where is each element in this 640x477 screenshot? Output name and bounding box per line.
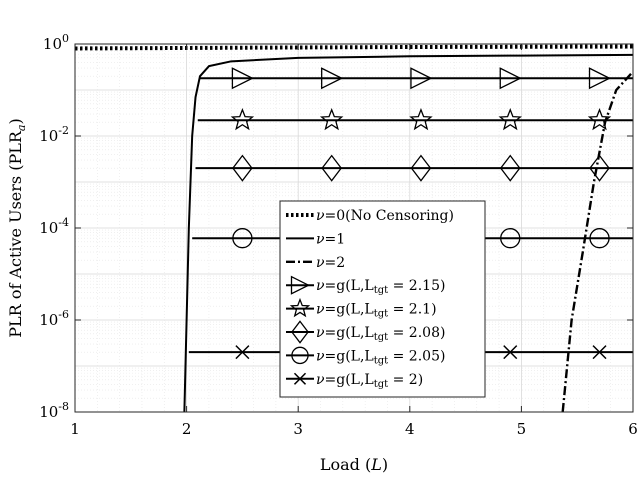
y-tick-label: 100	[43, 32, 69, 53]
legend-label-7: ν=g(L,Ltgt = 2)	[316, 372, 423, 390]
star-marker	[409, 107, 433, 131]
series-line-0	[75, 44, 633, 51]
triangle-marker	[231, 67, 254, 90]
legend-label-1: ν=1	[316, 231, 345, 247]
legend: ν=0(No Censoring) ν=1 ν=2 ν=g(L,Ltgt = 2.15…	[279, 200, 486, 398]
star-marker	[319, 107, 344, 131]
series-line-2	[561, 70, 633, 412]
y-tick-label: 10-6	[39, 308, 69, 329]
triangle-marker	[410, 67, 433, 90]
star-marker	[230, 107, 255, 131]
series-line-1	[183, 53, 633, 412]
diamond-marker	[291, 320, 309, 344]
y-tick-label: 10-4	[39, 216, 69, 237]
x-tick-label: 2	[182, 420, 192, 438]
x-marker	[503, 345, 518, 360]
legend-box	[279, 200, 486, 398]
diamond-marker	[410, 154, 432, 182]
legend-label-5: ν=g(L,Ltgt = 2.08)	[316, 325, 445, 343]
star-marker	[289, 297, 311, 318]
star-marker	[587, 107, 612, 131]
triangle-marker	[588, 67, 611, 90]
circle-marker	[589, 228, 610, 249]
x-marker	[293, 372, 307, 385]
y-tick-label: 10-8	[39, 400, 69, 421]
x-marker	[235, 345, 250, 360]
diamond-marker	[589, 154, 610, 182]
circle-marker	[500, 228, 521, 249]
axes: 1 2 3 4 5 6 10-8 10-6 10-4 10-2 100	[39, 32, 638, 438]
circle-marker	[232, 228, 253, 249]
x-axis-label: Load (L)	[320, 455, 388, 474]
legend-label-2: ν=2	[316, 255, 345, 271]
x-marker	[592, 345, 607, 360]
legend-label-0: ν=0(No Censoring)	[316, 208, 454, 224]
y-tick-label: 10-2	[39, 124, 69, 145]
triangle-marker	[321, 67, 344, 90]
x-tick-label: 1	[70, 420, 80, 438]
x-tick-label: 3	[293, 420, 303, 438]
triangle-marker	[290, 275, 310, 295]
legend-label-4: ν=g(L,Ltgt = 2.1)	[316, 302, 437, 320]
star-marker	[498, 107, 522, 131]
x-tick-label: 5	[517, 420, 527, 438]
legend-label-3: ν=g(L,Ltgt = 2.15)	[316, 278, 445, 296]
diamond-marker	[321, 154, 342, 182]
circle-marker	[291, 346, 309, 365]
axis-labels: Load (L) PLR of Active Users (PLRa)	[6, 118, 388, 474]
triangle-marker	[499, 67, 522, 90]
legend-label-6: ν=g(L,Ltgt = 2.05)	[316, 348, 445, 366]
x-tick-label: 6	[628, 420, 638, 438]
y-axis-label: PLR of Active Users (PLRa)	[6, 118, 28, 337]
diamond-marker	[232, 154, 253, 182]
x-tick-label: 4	[405, 420, 415, 438]
diamond-marker	[499, 154, 521, 182]
